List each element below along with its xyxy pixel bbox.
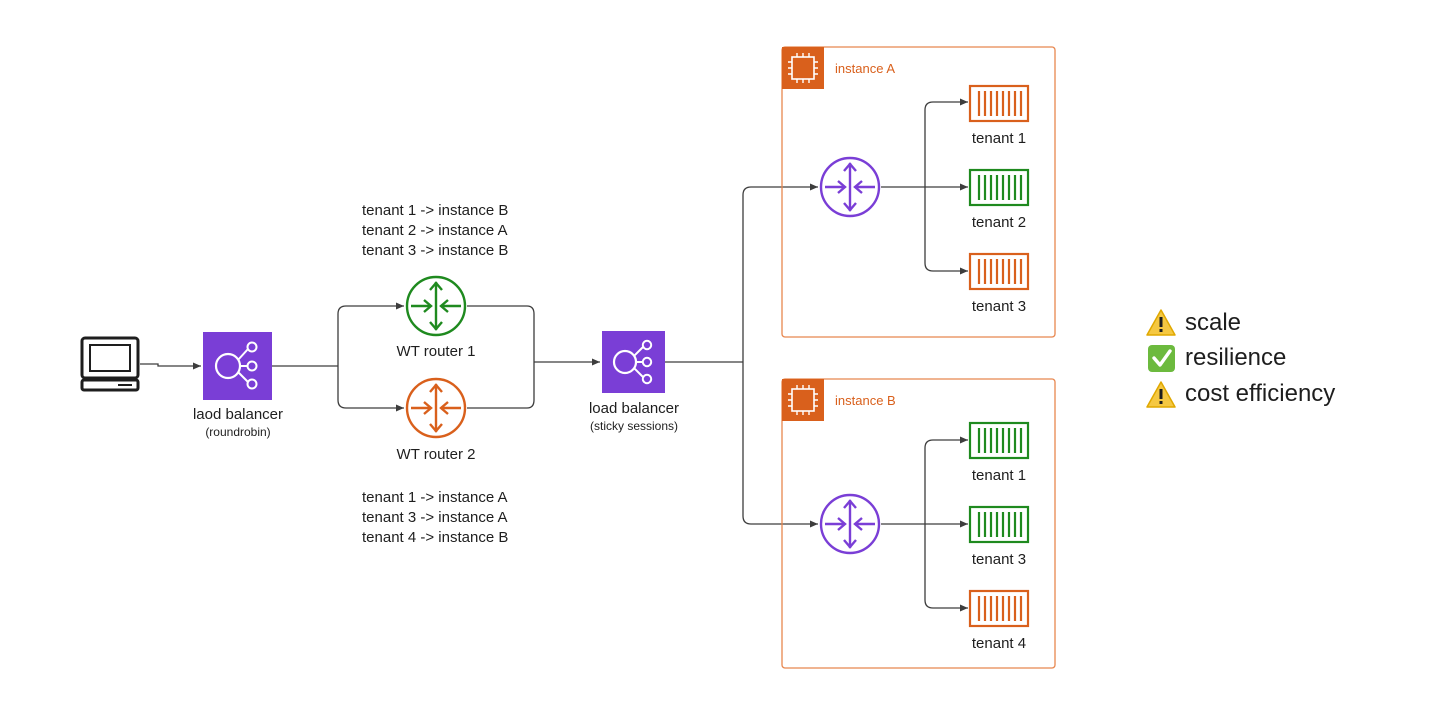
tenant-label: tenant 1 [972, 467, 1026, 484]
load-balancer-2: load balancer (sticky sessions) [589, 331, 679, 433]
load-balancer-icon [602, 331, 665, 393]
ec2-chip-icon [782, 47, 824, 89]
status-legend: scale resilience cost efficiency [1146, 309, 1335, 408]
router2-mapping: tenant 3 -> instance A [362, 509, 508, 526]
tenant-label: tenant 3 [972, 551, 1026, 568]
edge-lb2-to-instanceB [742, 362, 818, 528]
edge-routerB-to-tenant1 [924, 436, 968, 524]
tenant-label: tenant 1 [972, 130, 1026, 147]
edge-router1-to-lb2 [467, 305, 535, 362]
container-icon [968, 252, 1030, 291]
router1-mapping-list: tenant 1 -> instance B tenant 2 -> insta… [362, 202, 508, 259]
load-balancer-1: laod balancer (roundrobin) [193, 332, 283, 439]
router2-label: WT router 2 [397, 446, 476, 463]
tenant-container: tenant 4 [968, 589, 1030, 652]
edge-lb2-to-instanceA [742, 183, 818, 362]
edge-routerA-to-tenant1 [924, 98, 968, 187]
edge-lb1-to-router1 [337, 302, 404, 366]
ec2-chip-icon [782, 379, 824, 421]
tenant-container: tenant 1 [968, 84, 1030, 147]
status-item: resilience [1148, 344, 1286, 372]
container-icon [968, 168, 1030, 207]
status-item: cost efficiency [1146, 380, 1335, 408]
router-icon [819, 493, 881, 555]
container-icon [968, 421, 1030, 460]
wt-router-1: WT router 1 [397, 275, 476, 360]
edge-routerA-to-tenant3 [924, 187, 968, 275]
router1-mapping: tenant 3 -> instance B [362, 242, 508, 259]
tenant-label: tenant 3 [972, 298, 1026, 315]
tenant-container: tenant 3 [968, 252, 1030, 315]
router-icon [405, 275, 467, 337]
load-balancer-icon [203, 332, 272, 400]
router1-mapping: tenant 1 -> instance B [362, 202, 508, 219]
tenant-container: tenant 2 [968, 168, 1030, 231]
router2-mapping: tenant 4 -> instance B [362, 529, 508, 546]
tenant-label: tenant 2 [972, 214, 1026, 231]
status-label: resilience [1185, 344, 1286, 371]
container-icon [968, 589, 1030, 628]
tenant-container: tenant 3 [968, 505, 1030, 568]
router2-mapping-list: tenant 1 -> instance A tenant 3 -> insta… [362, 489, 508, 546]
lb1-label: laod balancer [193, 406, 283, 423]
tenant-label: tenant 4 [972, 635, 1026, 652]
edge-routerB-to-tenant4 [924, 524, 968, 612]
lb2-sublabel: (sticky sessions) [590, 419, 678, 433]
router1-label: WT router 1 [397, 343, 476, 360]
edge-client-to-lb1 [140, 362, 201, 370]
warning-icon [1146, 381, 1176, 408]
tenant-container: tenant 1 [968, 421, 1030, 484]
container-icon [968, 84, 1030, 123]
warning-icon [1146, 309, 1176, 336]
status-item: scale [1146, 309, 1241, 336]
laptop-icon [80, 336, 140, 392]
instance-a-group: instance A tenant 1 tenant 2 [781, 46, 1056, 338]
edge-lb1-to-router2 [337, 366, 404, 412]
router2-mapping: tenant 1 -> instance A [362, 489, 508, 506]
edge-router2-to-lb2 [467, 362, 535, 409]
instance-b-group: instance B tenant 1 tenant 3 [781, 378, 1056, 669]
router1-mapping: tenant 2 -> instance A [362, 222, 508, 239]
instance-a-label: instance A [835, 61, 895, 76]
connectors [140, 98, 968, 612]
lb1-sublabel: (roundrobin) [205, 425, 270, 439]
container-icon [968, 505, 1030, 544]
router-icon [405, 377, 467, 439]
instance-b-label: instance B [835, 393, 896, 408]
check-icon [1148, 345, 1175, 372]
lb2-label: load balancer [589, 400, 679, 417]
status-label: cost efficiency [1185, 380, 1335, 407]
router-icon [819, 156, 881, 218]
status-label: scale [1185, 309, 1241, 336]
wt-router-2: WT router 2 [397, 377, 476, 463]
